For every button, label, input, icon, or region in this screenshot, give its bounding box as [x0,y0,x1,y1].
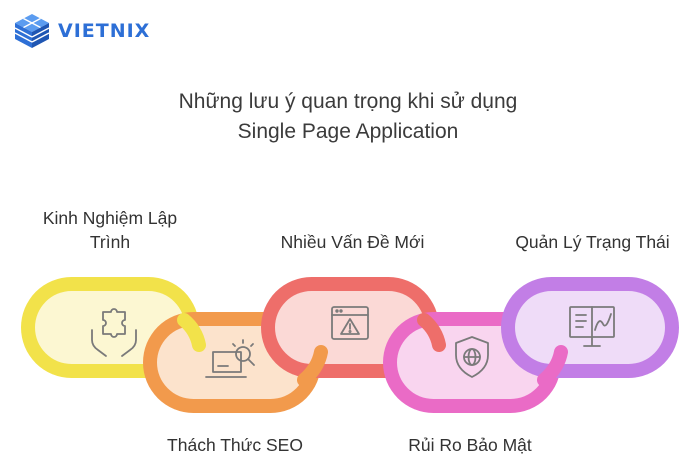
label-kinh-nghiem-line-1: Kinh Nghiệm Lập [42,208,178,228]
label-rui-ro-bao-mat: Rủi Ro Bảo Mật [408,435,532,455]
label-kinh-nghiem-line-2: Trình [89,232,131,252]
browser-warning-icon [331,306,369,340]
monitor-chart-icon [569,306,615,347]
label-quan-ly-trang-thai: Quản Lý Trạng Thái [515,232,670,252]
title-line-1: Những lưu ý quan trọng khi sử dụng [178,90,518,113]
brand-logo: VIETNIX [12,12,150,50]
cube-logo-icon [14,14,50,48]
label-thach-thuc-seo: Thách Thức SEO [167,435,303,455]
chain-link-5 [501,277,679,378]
title-line-2: Single Page Application [237,120,459,143]
laptop-search-icon [205,339,255,378]
shield-globe-icon [455,336,489,378]
puzzle-hands-icon [91,308,137,357]
brand-name: VIETNIX [58,20,151,42]
label-nhieu-van-de-moi: Nhiều Vấn Đề Mới [280,232,425,252]
